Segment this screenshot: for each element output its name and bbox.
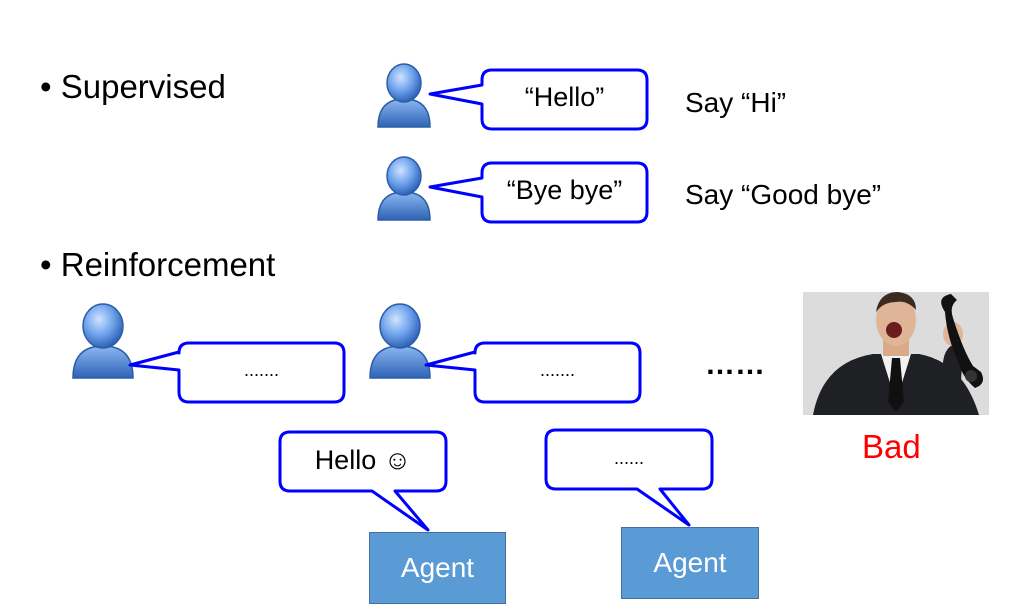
bubble-text-agent-2: ...... bbox=[613, 448, 644, 468]
bubble-text-hello: “Hello” bbox=[524, 82, 605, 112]
agent-label: Agent bbox=[400, 552, 475, 583]
angry-man-photo bbox=[803, 292, 989, 415]
user-icon bbox=[377, 156, 431, 221]
user-icon bbox=[72, 303, 134, 379]
section-label-reinforcement: Reinforcement bbox=[60, 246, 276, 283]
speech-bubble-agent-2 bbox=[544, 428, 714, 527]
target-say-good-bye: Say “Good bye” bbox=[685, 179, 882, 210]
continuation-ellipsis: …… bbox=[705, 348, 765, 381]
bubble-text-user-2: ....... bbox=[539, 360, 575, 380]
bullet-dot: • bbox=[40, 68, 61, 105]
angry-man-illustration bbox=[803, 292, 989, 415]
bullet-dot: • bbox=[40, 246, 61, 283]
section-label-supervised: Supervised bbox=[60, 68, 226, 105]
bullet-reinforcement: • Reinforcement bbox=[40, 246, 275, 284]
speech-bubble-user-1 bbox=[128, 341, 346, 404]
target-say-hi: Say “Hi” bbox=[685, 87, 787, 118]
speech-bubble-bye bbox=[428, 161, 649, 224]
bullet-supervised: • Supervised bbox=[40, 68, 226, 106]
speech-bubble-agent-1 bbox=[278, 430, 448, 532]
bubble-text-agent-1: Hello ☺ bbox=[314, 445, 412, 475]
user-icon bbox=[377, 63, 431, 128]
bubble-text-user-1: ....... bbox=[243, 360, 279, 380]
speech-bubble-user-2 bbox=[424, 341, 642, 404]
outcome-label-bad: Bad bbox=[862, 428, 921, 465]
speech-bubble-hello bbox=[428, 68, 649, 131]
user-icon bbox=[369, 303, 431, 379]
agent-box-2: Agent bbox=[621, 527, 759, 599]
agent-label: Agent bbox=[653, 547, 727, 578]
agent-box-1: Agent bbox=[369, 532, 506, 604]
bubble-text-bye: “Bye bye” bbox=[506, 175, 623, 205]
